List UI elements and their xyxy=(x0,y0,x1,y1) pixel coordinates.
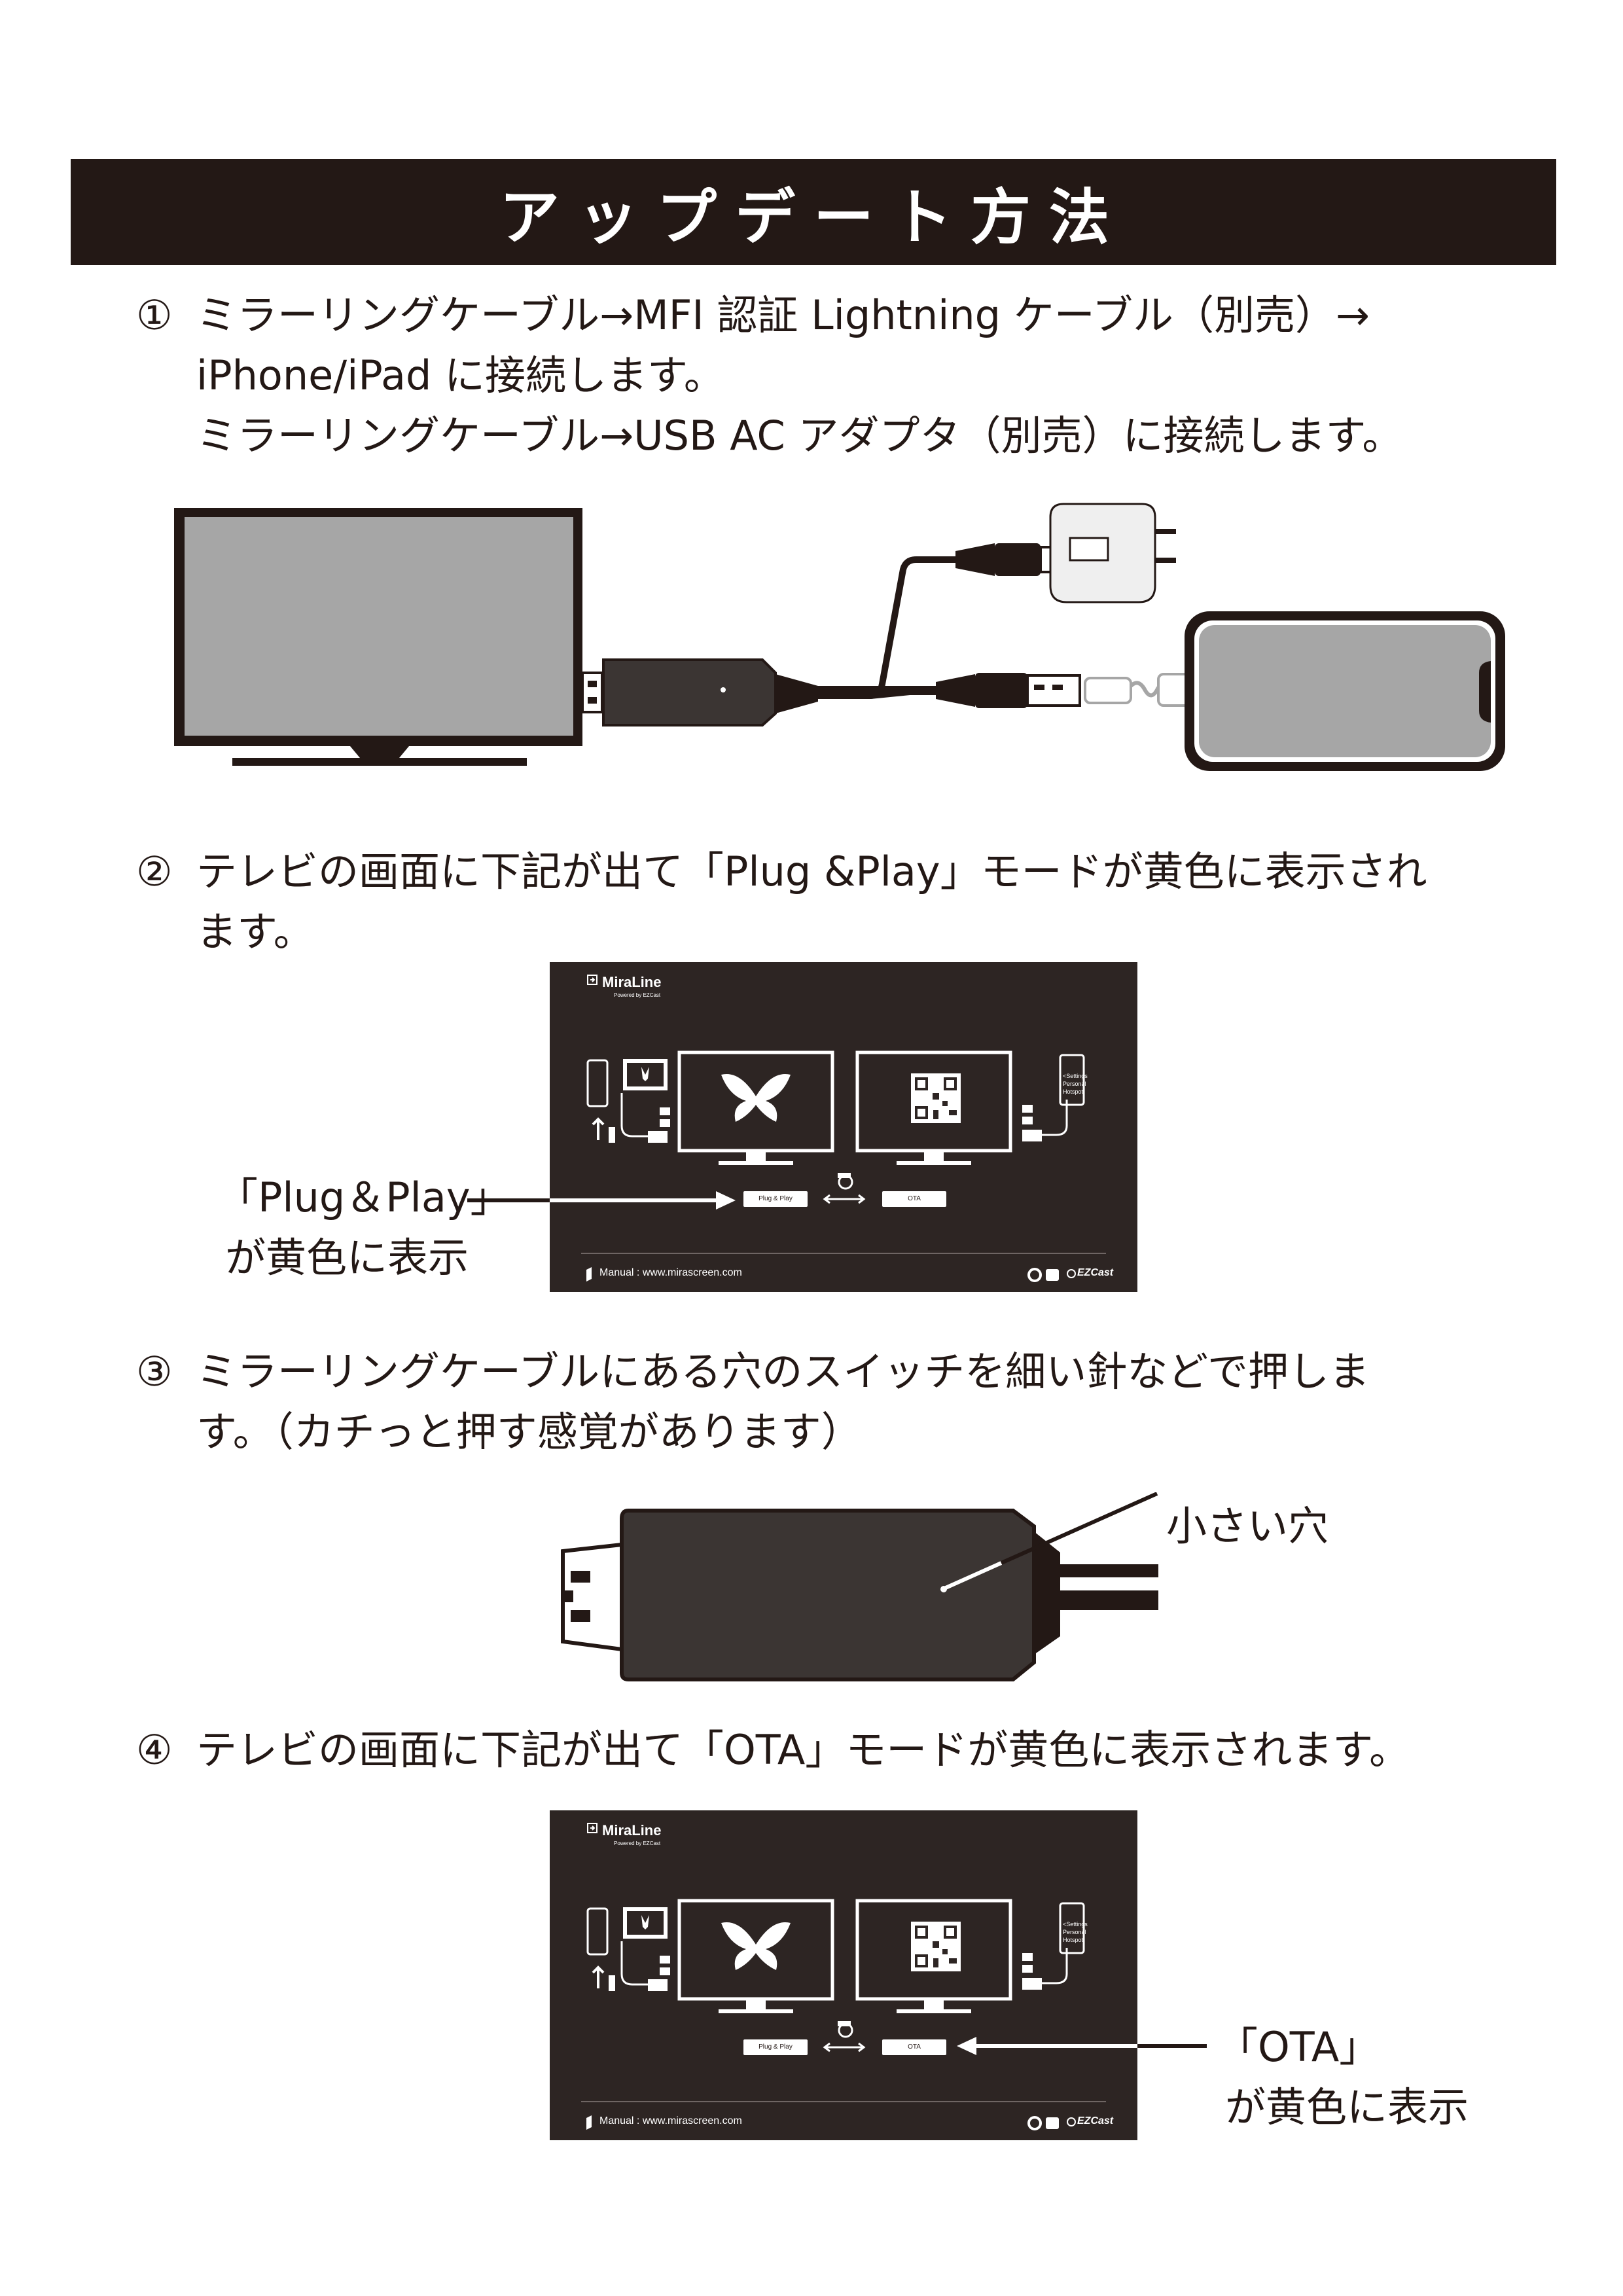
callout-line: が黄色に表示 xyxy=(225,1234,469,1282)
connection-diagram xyxy=(174,503,1505,771)
step-1: ① ミラーリングケーブル→MFI 認証 Lightning ケーブル（別売）→ i… xyxy=(136,285,1543,466)
step-line: ミラーリングケーブルにある穴のスイッチを細い針などで押しま xyxy=(196,1348,1370,1395)
plug-play-mode-button: Plug & Play xyxy=(758,1195,793,1202)
step-line: す。（カチっと押す感覚があります） xyxy=(196,1408,862,1456)
step-line: テレビの画面に下記が出て「OTA」モードが黄色に表示されます。 xyxy=(196,1726,1410,1774)
ezcast-logo: EZCast xyxy=(1077,2115,1114,2126)
mirroring-cable-icon xyxy=(602,658,818,726)
ota-mode-button: OTA xyxy=(908,2043,921,2051)
callout-arrow-plug-play xyxy=(467,1191,736,1210)
powered-by: Powered by EZCast xyxy=(614,992,661,998)
step-line: テレビの画面に下記が出て「Plug &Play」モードが黄色に表示され xyxy=(196,848,1427,895)
step-line: ます。 xyxy=(196,908,314,956)
callout-line: が黄色に表示 xyxy=(1225,2083,1469,2131)
brand-logo: MiraLine xyxy=(602,1822,662,1839)
manual-url: Manual : www.mirascreen.com xyxy=(599,1267,742,1278)
callout-ota: 「OTA」 が黄色に表示 xyxy=(1217,2017,1469,2138)
callout-line: 「Plug＆Play」 xyxy=(217,1174,511,1221)
powered-by: Powered by EZCast xyxy=(614,1840,661,1846)
tv-icon xyxy=(174,508,582,766)
step-number: ① xyxy=(136,291,173,339)
step-number: ③ xyxy=(136,1348,173,1395)
tv-screen-graphics xyxy=(581,975,1106,1282)
step-4: ④ テレビの画面に下記が出て「OTA」モードが黄色に表示されます。 xyxy=(136,1720,1543,1780)
step-line: ミラーリングケーブル→USB AC アダプタ（別売）に接続します。 xyxy=(196,412,1403,459)
dongle-diagram xyxy=(561,1492,1158,1681)
ota-mode-button: OTA xyxy=(908,1195,921,1202)
brand-logo: MiraLine xyxy=(602,974,662,990)
phone-icon xyxy=(1185,611,1505,771)
step-2: ② テレビの画面に下記が出て「Plug &Play」モードが黄色に表示され ます。 xyxy=(136,842,1543,962)
callout-line: 「OTA」 xyxy=(1217,2023,1380,2071)
plug-play-mode-button: Plug & Play xyxy=(758,2043,793,2051)
callout-plug-play: 「Plug＆Play」 が黄色に表示 xyxy=(217,1168,511,1288)
ezcast-logo: EZCast xyxy=(1077,1267,1114,1278)
step-line: iPhone/iPad に接続します。 xyxy=(196,351,724,399)
page-title: アップデート方法 xyxy=(71,159,1556,265)
step-number: ② xyxy=(136,848,173,895)
manual-url: Manual : www.mirascreen.com xyxy=(599,2115,742,2126)
tv-screen-graphics xyxy=(581,1823,1106,2130)
callout-arrow-ota xyxy=(957,2037,1207,2055)
step-line: ミラーリングケーブル→MFI 認証 Lightning ケーブル（別売）→ xyxy=(196,291,1370,339)
callout-small-hole: 小さい穴 xyxy=(1166,1502,1329,1550)
ac-adapter-icon xyxy=(1049,503,1176,603)
step-3: ③ ミラーリングケーブルにある穴のスイッチを細い針などで押しま す。（カチっと押す… xyxy=(136,1342,1543,1462)
step-number: ④ xyxy=(136,1726,173,1774)
